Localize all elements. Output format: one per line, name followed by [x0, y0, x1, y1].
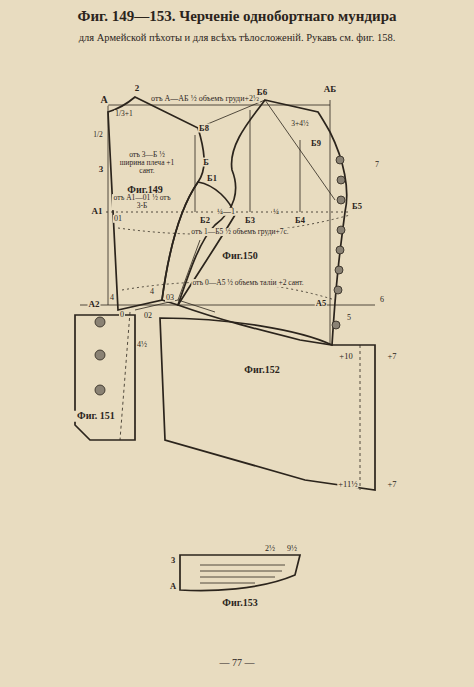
note-text: +7 [386, 352, 397, 361]
point-label: Б8 [198, 124, 210, 133]
skirt-piece [160, 318, 375, 490]
figure-title: Фиг. 149—153. Черченіе однобортнаго мунд… [0, 8, 474, 25]
guide-line [330, 100, 331, 345]
point-label: Б5 [351, 202, 363, 211]
guide-line [195, 110, 300, 212]
point-label: Б4 [294, 216, 306, 225]
note-text: отъ A—AБ ½ объемъ груди+2½ [150, 95, 260, 103]
note-text: +7 [386, 480, 397, 489]
point-label: 3 [170, 556, 176, 565]
point-label: A2 [88, 300, 101, 309]
guide-line [120, 312, 360, 490]
guide-line [80, 305, 375, 306]
note-text: отъ 0—A5 ½ объемъ таліи +2 сант. [191, 279, 304, 287]
point-label: Б1 [206, 174, 218, 183]
note-text: отъ A1—01 ½ отъ 3-Б [112, 194, 172, 210]
point-label: Фиг.150 [221, 251, 258, 262]
note-text: отъ 1—Б5 ½ объемъ груди+7с. [190, 228, 289, 236]
stitch-line [200, 565, 285, 583]
note-text: 0 [119, 311, 125, 319]
button [335, 266, 343, 274]
front-piece [178, 100, 347, 345]
button [332, 321, 340, 329]
point-label: Фиг.153 [221, 598, 258, 609]
point-label: Б3 [244, 216, 256, 225]
note-text: для Армейской пѣхоты и для всѣхъ тѣлосло… [78, 32, 397, 43]
note-text: 6 [379, 296, 385, 304]
note-text: 2½ [264, 545, 276, 553]
button [337, 196, 345, 204]
note-text: 1/2 [92, 131, 104, 139]
note-text: 03 [165, 294, 175, 302]
point-label: Фиг.152 [243, 365, 280, 376]
pocket-flap-piece [75, 315, 135, 440]
button [337, 176, 345, 184]
note-text: 9½ [286, 545, 298, 553]
note-text: 4 [109, 294, 115, 302]
point-label: A [169, 582, 177, 591]
point-label: Б6 [256, 88, 268, 97]
note-text: 01 [113, 215, 123, 223]
button [334, 286, 342, 294]
note-text: +11½ [337, 480, 358, 489]
construction-lines [80, 100, 375, 490]
note-text: отъ 3—Б ½ ширина плеча +1 сант. [115, 151, 179, 175]
note-text: 02 [143, 312, 153, 320]
button [336, 246, 344, 254]
collar-stitching [200, 565, 285, 583]
collar-piece [180, 555, 300, 591]
buttons [95, 156, 345, 395]
button [95, 385, 105, 395]
button [95, 350, 105, 360]
note-text: 4½ [136, 341, 148, 349]
button [336, 156, 344, 164]
note-text: 5 [346, 314, 352, 322]
point-label: A1 [91, 207, 104, 216]
note-text: 3+4½ [290, 120, 309, 128]
note-text: ¼—1 [216, 208, 236, 216]
guide-line [198, 100, 335, 200]
note-text: 1/3+1 [114, 110, 134, 118]
back-piece [108, 97, 204, 310]
point-label: Фиг. 151 [73, 411, 119, 422]
note-text: 4 [149, 288, 155, 296]
note-text: — 77 — [219, 658, 256, 669]
point-label: Б9 [310, 139, 322, 148]
point-label: A [99, 95, 108, 106]
point-label: A5 [315, 299, 327, 308]
pattern-outlines [75, 97, 375, 591]
note-text: 7 [374, 161, 380, 169]
button [95, 317, 105, 327]
point-label: Б2 [199, 216, 211, 225]
button [337, 226, 345, 234]
point-label: 3 [98, 165, 105, 174]
note-text: ¼ [272, 208, 280, 216]
point-label: AБ [323, 85, 337, 94]
point-label: Б [202, 158, 210, 167]
note-text: +10 [338, 352, 353, 361]
guide-line [108, 105, 330, 106]
point-label: 2 [134, 84, 141, 93]
dart-line [135, 240, 215, 312]
